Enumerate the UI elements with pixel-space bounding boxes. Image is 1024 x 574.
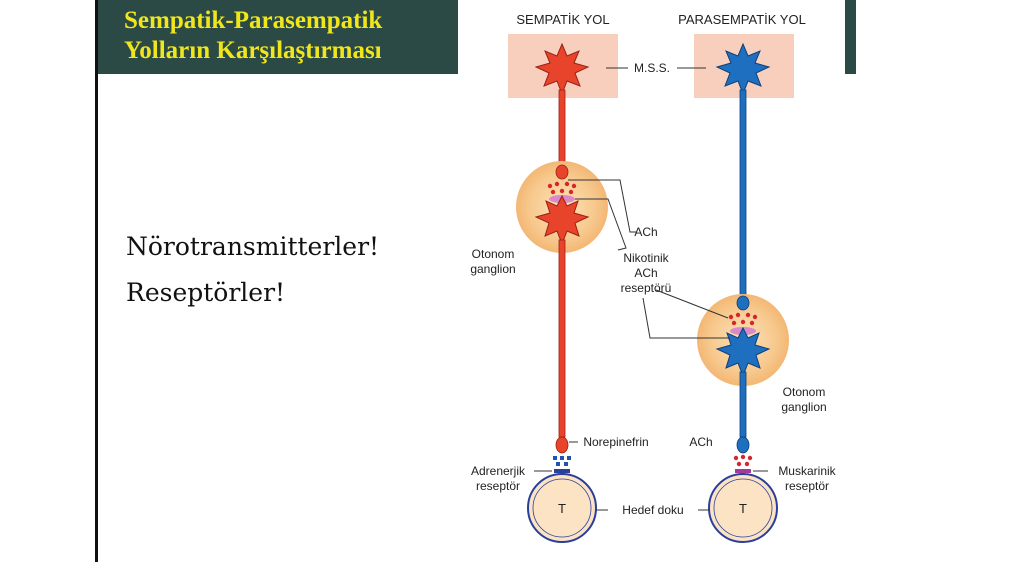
nicotinic-leader-bottom (642, 297, 730, 339)
ach-leader-bottom (655, 289, 729, 319)
ganglion-label-right-2: ganglion (781, 400, 826, 414)
pathway-figure: SEMPATİK YOL PARASEMPATİK YOL M.S.S. (458, 0, 845, 548)
muscarinic-label-1: Muskarinik (778, 464, 836, 478)
header-sympathetic: SEMPATİK YOL (516, 12, 609, 27)
ganglion-label-right-1: Otonom (783, 385, 826, 399)
bullet-receptors: Reseptörler! (126, 278, 286, 307)
mss-label: M.S.S. (634, 61, 670, 75)
pathway-diagram: SEMPATİK YOL PARASEMPATİK YOL M.S.S. (470, 12, 837, 543)
parasympathetic-preganglionic-axon (739, 89, 747, 297)
nicotinic-label-1: Nikotinik (623, 251, 669, 265)
adrenergic-label-1: Adrenerjik (471, 464, 526, 478)
muscarinic-label-2: reseptör (785, 479, 829, 493)
target-tissue-label: Hedef doku (622, 503, 683, 517)
slide-title: Sempatik-Parasempatik Yolların Karşılaşt… (124, 6, 454, 66)
adrenergic-label-2: reseptör (476, 479, 520, 493)
slide-body: Nörotransmitterler! Reseptörler! (126, 224, 379, 316)
parasympathetic-presynaptic-terminal (736, 295, 750, 311)
nicotinic-leader-top (575, 198, 627, 251)
norepinephrine-label: Norepinefrin (583, 435, 648, 449)
nicotinic-label-2: ACh (634, 266, 657, 280)
ach-leader (568, 179, 636, 233)
parasympathetic-nerve-terminal (736, 436, 750, 454)
slide-title-line-2: Yolların Karşılaştırması (124, 37, 382, 64)
sympathetic-nerve-terminal (555, 436, 569, 454)
target-tissue-parasympathetic (708, 473, 778, 543)
target-letter-right: T (739, 501, 747, 516)
sympathetic-preganglionic-axon (558, 89, 566, 169)
ach-vesicles-left (547, 181, 577, 195)
ach-label-top: ACh (634, 225, 657, 239)
adrenergic-receptor-mark (554, 469, 570, 473)
ach-vesicles-bottom (733, 454, 753, 467)
target-tissue-sympathetic (527, 473, 597, 543)
parasympathetic-postganglionic-axon (739, 371, 747, 438)
target-tissue-sympathetic-inner (532, 478, 592, 538)
ganglion-label-left-1: Otonom (472, 247, 515, 261)
target-letter-left: T (558, 501, 566, 516)
norepinephrine-vesicles (553, 456, 571, 466)
nicotinic-label-3: reseptörü (621, 281, 672, 295)
slide-title-line-1: Sempatik-Parasempatik (124, 7, 383, 34)
left-vertical-rule (95, 0, 98, 562)
ganglion-label-left-2: ganglion (470, 262, 515, 276)
ach-label-bottom: ACh (689, 435, 712, 449)
sympathetic-presynaptic-terminal (555, 164, 569, 180)
header-parasympathetic: PARASEMPATİK YOL (678, 12, 806, 27)
sympathetic-postganglionic-axon (558, 239, 566, 438)
target-tissue-parasympathetic-inner (713, 478, 773, 538)
muscarinic-receptor-mark (735, 469, 751, 473)
bullet-neurotransmitters: Nörotransmitterler! (126, 232, 380, 261)
ach-vesicles-right (728, 312, 758, 326)
